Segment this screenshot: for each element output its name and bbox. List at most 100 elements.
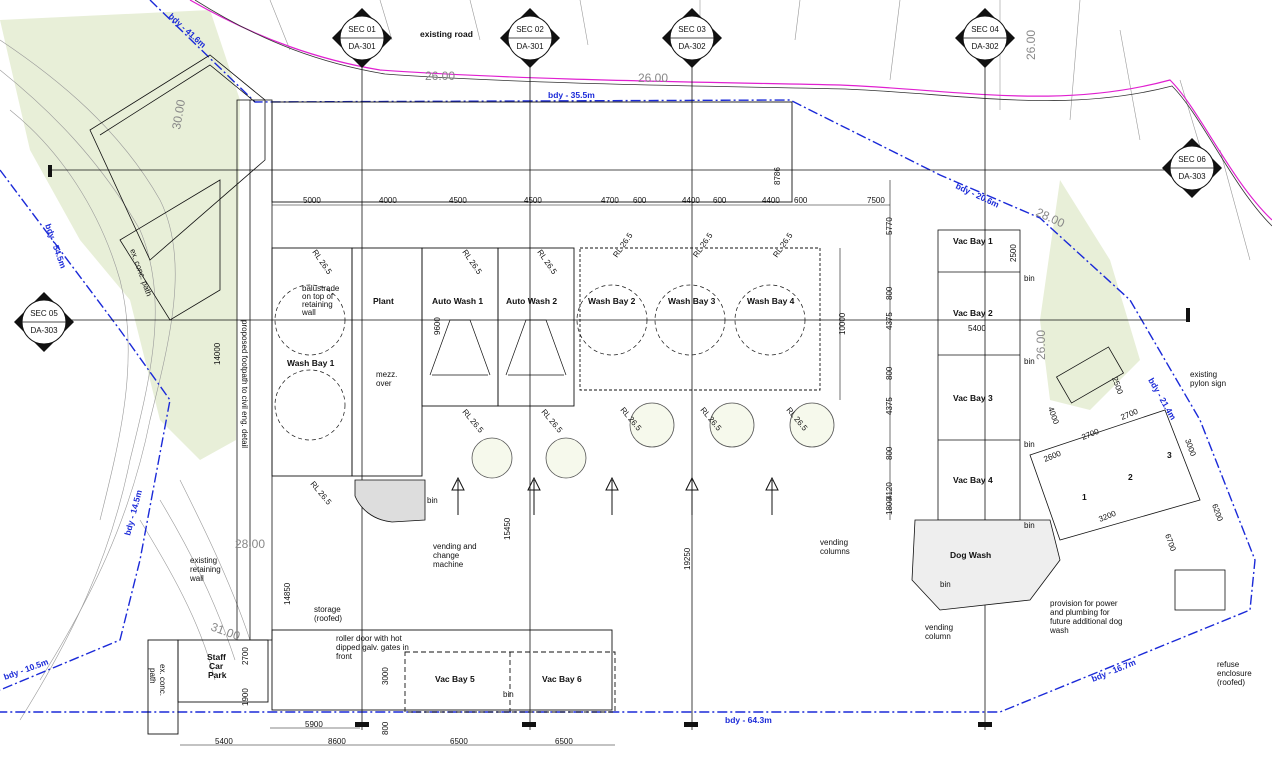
section-id: SEC 06 <box>1178 155 1206 164</box>
section-sheet: DA-302 <box>971 42 999 51</box>
storage-note: (roofed) <box>314 614 342 623</box>
vending-change-note: vending and <box>433 542 477 551</box>
dimension: 6700 <box>1163 533 1178 553</box>
trees <box>471 402 835 479</box>
section-id: SEC 05 <box>30 309 58 318</box>
dimension: 1900 <box>241 688 250 706</box>
roller-door-note: dipped galv. gates in <box>336 643 409 652</box>
contour-lines <box>0 0 1251 721</box>
bay-label: Vac Bay 2 <box>953 308 993 318</box>
bin-label: bin <box>1024 357 1035 366</box>
turning-circles <box>274 284 806 441</box>
contour-label: 26.00 <box>638 71 668 85</box>
dimension: 3000 <box>1183 438 1198 458</box>
refuse-enclosure <box>1174 569 1226 611</box>
boundary-label: bdy - 16.7m <box>1090 657 1138 684</box>
boundary-label: bdy - 64.3m <box>725 715 772 725</box>
bin-label: bin <box>1024 521 1035 530</box>
dimension: 4500 <box>449 196 467 205</box>
dimension: 4700 <box>601 196 619 205</box>
dimension: 600 <box>713 196 727 205</box>
roller-door-note: roller door with hot <box>336 634 403 643</box>
rl-level: RL 26.5 <box>308 480 333 507</box>
enclosure-number: 2 <box>1128 472 1133 482</box>
bin-label: bin <box>940 580 951 589</box>
balustrade-note: retaining <box>302 300 333 309</box>
dimension: 10000 <box>838 312 847 335</box>
dimension: 3200 <box>1097 509 1117 524</box>
dimension: 19250 <box>683 547 692 570</box>
dimension: 15450 <box>503 517 512 540</box>
dimension-lines <box>180 180 891 746</box>
building <box>147 101 821 735</box>
dimension: 4375 <box>885 397 894 415</box>
boundary-label: bdy - 20.6m <box>954 181 1001 210</box>
dimension: 800 <box>885 366 894 380</box>
pylon-sign <box>1055 346 1125 404</box>
section-sheet: DA-302 <box>678 42 706 51</box>
bay-label: Wash Bay 1 <box>287 358 335 368</box>
provision-note: wash <box>1049 626 1069 635</box>
section-id: SEC 03 <box>678 25 706 34</box>
dimension: 6500 <box>450 737 468 746</box>
rl-level: RL 26.5 <box>460 408 485 435</box>
vending-column-note: column <box>925 632 951 641</box>
dimension: 4375 <box>885 312 894 330</box>
road-kerb <box>194 0 1272 227</box>
dimension: 4500 <box>524 196 542 205</box>
provision-note: and plumbing for <box>1050 608 1110 617</box>
dimension: 800 <box>381 721 390 735</box>
dimension: 9600 <box>433 317 442 335</box>
mezz-note: mezz. <box>376 370 397 379</box>
dimension: 5400 <box>215 737 233 746</box>
vending-change-note: machine <box>433 560 464 569</box>
balustrade-note: wall <box>301 308 316 317</box>
staff-car-park-label: Staff <box>207 652 226 662</box>
section-id: SEC 01 <box>348 25 376 34</box>
provision-note: future additional dog <box>1050 617 1123 626</box>
dimension: 1800 <box>885 497 894 515</box>
dimension: 5900 <box>305 720 323 729</box>
dimension: 2700 <box>1080 427 1100 442</box>
vegetation-west <box>0 10 240 460</box>
dimension: 600 <box>633 196 647 205</box>
dimension: 8786 <box>773 167 782 185</box>
section-lines <box>20 40 1190 730</box>
retaining-wall-note: wall <box>189 574 204 583</box>
refuse-note: (roofed) <box>1217 678 1245 687</box>
rl-level: RL 26.5 <box>535 248 559 276</box>
storage-note: storage <box>314 605 341 614</box>
dimension: 4120 <box>885 482 894 500</box>
bay-label: Auto Wash 2 <box>506 296 557 306</box>
dimension: 4000 <box>1046 406 1061 426</box>
auto-wash-detail <box>429 319 567 376</box>
enclosure-number: 3 <box>1167 450 1172 460</box>
mezz-note: over <box>376 379 392 388</box>
retaining-wall-note: retaining <box>190 565 221 574</box>
section-markers <box>48 165 1190 727</box>
roller-door-note: front <box>336 652 353 661</box>
dimension: 4400 <box>682 196 700 205</box>
dimension: 2500 <box>1009 244 1018 262</box>
refuse-enclosure-pads <box>1029 409 1201 541</box>
boundary-label: bdy - 14.5m <box>122 488 144 536</box>
bay-label: Wash Bay 3 <box>668 296 716 306</box>
staff-car-park-label: Park <box>208 670 227 680</box>
boundary-label: bdy - 54.5m <box>43 222 69 270</box>
dimension: 6200 <box>1210 503 1225 523</box>
balustrade-note: balustrade <box>302 284 340 293</box>
dimension: 600 <box>794 196 808 205</box>
bay-label: Vac Bay 1 <box>953 236 993 246</box>
vending-change-note: change <box>433 551 460 560</box>
bin-label: bin <box>1024 274 1035 283</box>
section-id: SEC 02 <box>516 25 544 34</box>
road-edge <box>189 0 1272 221</box>
rl-level: RL 26.5 <box>611 231 635 259</box>
dog-wash-area <box>911 519 1061 611</box>
pylon-note: pylon sign <box>1190 379 1226 388</box>
